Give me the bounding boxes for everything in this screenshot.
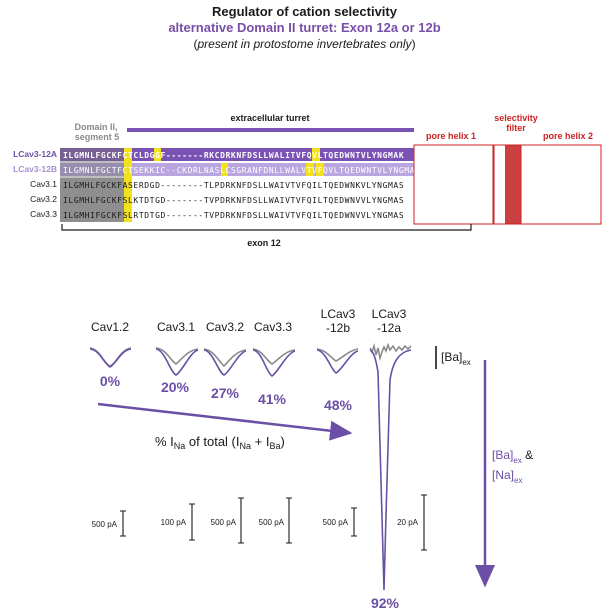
row-label-cav3-2: Caν3.2	[30, 194, 57, 204]
pore-helix-1-box	[413, 144, 494, 225]
row-label-cav3-1: Caν3.1	[30, 179, 57, 189]
pct-cav33: 41%	[258, 391, 287, 407]
scale-bar-3	[238, 497, 244, 544]
pct-cav12: 0%	[100, 373, 121, 389]
ba-label: [Ba]ex	[441, 350, 471, 367]
scale-bars	[120, 494, 427, 551]
trace-cav33-total	[252, 349, 296, 377]
pct-lcav3-12a: 92%	[371, 595, 400, 611]
cys-highlight-5	[306, 163, 314, 176]
trace-lcav3-12a-total	[369, 349, 412, 591]
row-label-cav3-3: Caν3.3	[30, 209, 57, 219]
trace-cav31-ba	[155, 347, 199, 365]
pct-cav31: 20%	[161, 379, 190, 395]
scale-bar-1	[120, 510, 126, 537]
scale-label-4: 500 pA	[259, 518, 285, 527]
pct-lcav3-12b: 48%	[324, 397, 353, 413]
exon-label: exon 12	[247, 238, 281, 248]
trace-cav32-ba	[203, 348, 247, 368]
trace-cav32-total	[203, 349, 247, 376]
cys-highlight-3	[221, 163, 228, 176]
seq-row-cav32: ILGMHLFGCKFSLKTDTGD-------TVPDRKNFDSLLWA…	[63, 196, 404, 205]
right-label-ba: [Ba]ex &	[492, 448, 533, 465]
figure-note: (present in protostome invertebrates onl…	[193, 37, 416, 51]
channel-label-lcav3-12a-1: LCav3	[372, 307, 407, 321]
pore-helix-2-box	[520, 144, 602, 225]
selectivity-label-1: selectivity	[494, 113, 538, 123]
selectivity-label-2: filter	[506, 123, 526, 133]
figure-subtitle: alternative Domain II turret: Exon 12a o…	[168, 20, 441, 35]
trace-cav33-ba	[252, 348, 296, 365]
domain-block-overlay	[60, 148, 124, 222]
row-label-lcav3-12b: LCav3-12B	[13, 164, 57, 174]
current-traces	[89, 342, 412, 591]
scale-bar-6	[421, 494, 427, 551]
channel-label-cav12: Cav1.2	[91, 320, 129, 334]
grey-block-bg	[60, 178, 124, 222]
scale-label-2: 100 pA	[161, 518, 187, 527]
trend-arrow-label: % INa of total (INa + IBa)	[155, 434, 285, 451]
channel-label-cav33: Cav3.3	[254, 320, 292, 334]
trend-arrow	[97, 402, 353, 441]
domain-label-1: Domain II,	[74, 122, 117, 132]
channel-label-cav31: Cav3.1	[157, 320, 195, 334]
cys-highlight-6	[316, 163, 324, 176]
scale-label-6: 20 pA	[397, 518, 419, 527]
cys-highlight-2	[154, 148, 161, 161]
channel-label-lcav3-12a-2: -12a	[377, 321, 401, 335]
sequence-block: ILGMNLFGCKFCTCLDGGF-------RKCDRKNFDSLLWA…	[63, 151, 420, 220]
row-label-lcav3-12a: LCaν3-12A	[13, 149, 57, 159]
pct-cav32: 27%	[211, 385, 240, 401]
seq-row-12a: ILGMNLFGCKFCTCLDGGF-------RKCDRKNFDSLLWA…	[63, 151, 404, 160]
selectivity-filter-fill	[505, 145, 521, 224]
trace-lcav3-12b-total	[316, 349, 359, 374]
cys-highlight-4	[312, 148, 320, 161]
domain-label-2: segment 5	[75, 132, 120, 142]
pore-helix-1-label: pore helix 1	[426, 131, 476, 141]
trace-lcav3-12b-ba	[316, 348, 359, 362]
figure-title: Regulator of cation selectivity	[212, 4, 397, 19]
cys-highlight-1	[124, 148, 132, 222]
right-label-na: [Na]ex	[492, 468, 522, 485]
row-bg-12b	[60, 163, 414, 176]
scale-bar-2	[189, 503, 195, 541]
exon-bracket	[61, 224, 472, 231]
turret-label: extracellular turret	[230, 113, 309, 123]
trace-lcav3-12a-ba	[369, 342, 412, 362]
channel-label-lcav3-12b-2: -12b	[326, 321, 350, 335]
channel-label-lcav3-12b-1: LCav3	[321, 307, 356, 321]
turret-bar	[127, 128, 414, 132]
scale-label-1: 500 pA	[92, 520, 118, 529]
channel-label-cav32: Cav3.2	[206, 320, 244, 334]
seq-row-12b: ILGMNLFGCTFCTSEKKIC--CKDRLNASLCSGRANFDNL…	[63, 166, 420, 175]
scale-label-3: 500 pA	[211, 518, 237, 527]
trace-cav12-total	[89, 348, 132, 368]
scale-bar-4	[286, 497, 292, 544]
scale-bar-5	[351, 507, 357, 537]
row-bg-12a	[60, 148, 414, 161]
pore-helix-2-label: pore helix 2	[543, 131, 593, 141]
seq-row-cav33: ILGMHIFGCKFSLRTDTGD-------TVPDRKNFDSLLWA…	[63, 211, 404, 220]
trace-cav31-total	[155, 348, 199, 376]
seq-row-cav31: ILGMHLFGCKFASERDGD--------TLPDRKNFDSLLWA…	[63, 181, 404, 190]
scale-label-5: 500 pA	[323, 518, 349, 527]
